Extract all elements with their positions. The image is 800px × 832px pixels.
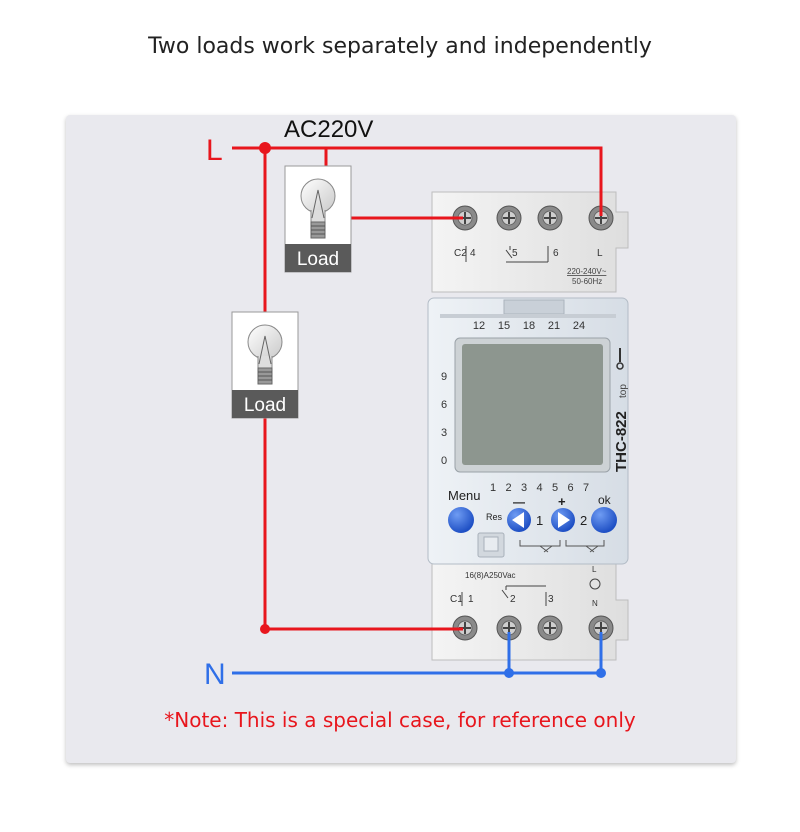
menu-button[interactable] bbox=[448, 507, 474, 533]
hour-scale: 12 15 18 21 24 bbox=[473, 320, 585, 332]
bottom-terminals bbox=[452, 615, 614, 641]
hour-label-1: 15 bbox=[498, 320, 510, 332]
right-arrow-icon bbox=[558, 512, 570, 528]
junction-neutral-1 bbox=[504, 668, 514, 678]
load-2: Load bbox=[231, 311, 299, 419]
load-1: Load bbox=[284, 165, 352, 273]
ln-label-l: L bbox=[592, 565, 597, 574]
term-label-c2: C2 bbox=[454, 248, 467, 259]
junction-bottom bbox=[260, 624, 270, 634]
hour-label-2: 18 bbox=[523, 320, 535, 332]
supply-voltage-label: AC220V bbox=[284, 116, 373, 143]
day-label-6: 7 bbox=[583, 482, 589, 494]
line-label: L bbox=[206, 134, 223, 167]
hour-label-0: 12 bbox=[473, 320, 485, 332]
neutral-wires bbox=[232, 632, 603, 675]
term-label-6: 6 bbox=[553, 248, 559, 259]
load-1-label: Load bbox=[297, 249, 339, 270]
day-label-5: 6 bbox=[567, 482, 573, 494]
term-label-c1: C1 bbox=[450, 594, 463, 605]
day-label-3: 4 bbox=[536, 482, 542, 494]
side-hour-label-1: 6 bbox=[441, 399, 447, 411]
day-label-2: 3 bbox=[521, 482, 527, 494]
day-label-0: 1 bbox=[490, 482, 496, 494]
term-label-2: 2 bbox=[510, 594, 516, 605]
light-bulb-icon bbox=[300, 178, 336, 239]
day-label-1: 2 bbox=[505, 482, 511, 494]
top-mark: top bbox=[618, 384, 629, 398]
light-bulb-icon bbox=[247, 324, 283, 385]
day-label-4: 5 bbox=[552, 482, 558, 494]
model-name: THC-822 bbox=[613, 411, 630, 472]
ok-button[interactable] bbox=[591, 507, 617, 533]
junction-top bbox=[259, 142, 271, 154]
minus-label: — bbox=[513, 495, 525, 509]
page-title: Two loads work separately and independen… bbox=[148, 34, 652, 59]
top-terminals bbox=[452, 205, 614, 231]
frequency-rating: 50-60Hz bbox=[572, 277, 602, 286]
channel-1-label: 1 bbox=[536, 513, 543, 528]
side-hour-label-3: 0 bbox=[441, 455, 447, 467]
term-label-1: 1 bbox=[468, 594, 474, 605]
term-label-3: 3 bbox=[548, 594, 554, 605]
channel-2-label: 2 bbox=[580, 513, 587, 528]
term-label-5: 5 bbox=[512, 248, 518, 259]
menu-label: Menu bbox=[448, 488, 481, 503]
load-2-label: Load bbox=[244, 395, 286, 416]
contact-rating: 16(8)A250Vac bbox=[465, 571, 516, 580]
neutral-label: N bbox=[204, 658, 226, 691]
left-arrow-icon bbox=[512, 512, 524, 528]
plus-label: + bbox=[558, 494, 566, 509]
res-label: Res bbox=[486, 512, 503, 522]
ok-label: ok bbox=[598, 493, 612, 507]
voltage-rating: 220-240V~ bbox=[567, 267, 607, 276]
side-hour-label-0: 9 bbox=[441, 371, 447, 383]
term-label-l-top: L bbox=[597, 248, 603, 259]
junction-neutral-2 bbox=[596, 668, 606, 678]
side-hour-label-2: 3 bbox=[441, 427, 447, 439]
reference-note: *Note: This is a special case, for refer… bbox=[164, 708, 636, 732]
term-label-4: 4 bbox=[470, 248, 476, 259]
ln-label-n: N bbox=[592, 599, 598, 608]
hour-label-3: 21 bbox=[548, 320, 560, 332]
hour-scale-side: 9 6 3 0 bbox=[441, 371, 447, 467]
hour-label-4: 24 bbox=[573, 320, 585, 332]
